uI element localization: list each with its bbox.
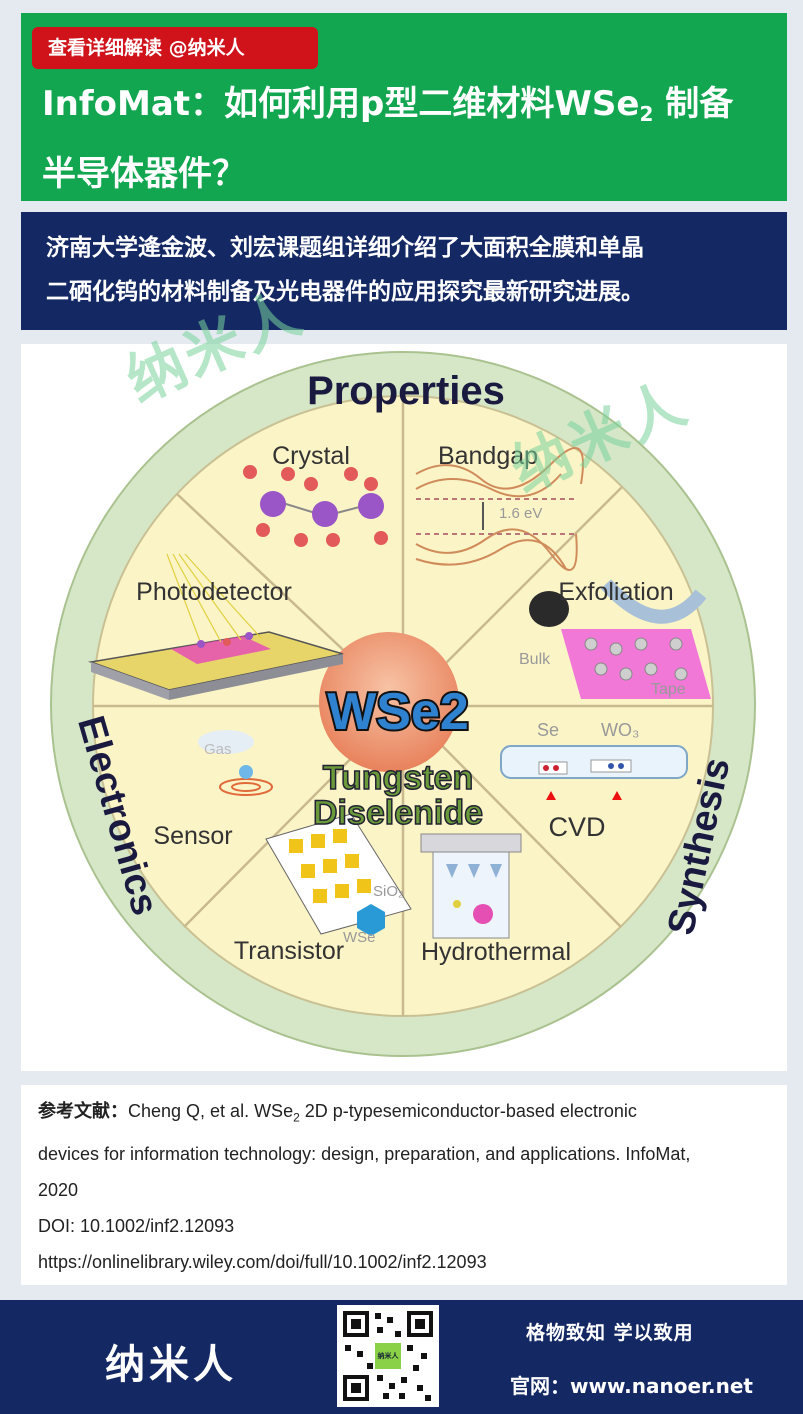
ring-label-properties: Properties bbox=[307, 369, 505, 413]
reference-url[interactable]: https://onlinelibrary.wiley.com/doi/full… bbox=[38, 1251, 487, 1272]
label-wse: WSe bbox=[343, 929, 376, 946]
label-bulk: Bulk bbox=[519, 651, 551, 668]
bandgap-curves bbox=[415, 447, 584, 571]
center-logo-wse2: WSe2 bbox=[327, 683, 469, 741]
hydrothermal-illustration bbox=[420, 833, 522, 939]
qr-center-label: 纳米人 bbox=[377, 1352, 399, 1360]
label-bandgap: Bandgap bbox=[438, 442, 538, 470]
footer-brand: 纳米人 bbox=[105, 1342, 237, 1388]
summary-text: 济南大学逄金波、刘宏课题组详细介绍了大面积全膜和单晶 二硒化钨的材料制备及光电器… bbox=[46, 226, 771, 314]
figure-labels: Properties Synthesis Electronics Crystal… bbox=[69, 369, 738, 966]
label-sio2: SiO₂ bbox=[373, 883, 404, 900]
references-box: 参考文献：Cheng Q, et al. WSe2 2D p-typesemic… bbox=[21, 1085, 787, 1285]
label-se: Se bbox=[537, 720, 559, 740]
label-photodetector: Photodetector bbox=[136, 578, 292, 606]
title-line-2: 半导体器件？ bbox=[42, 154, 246, 194]
figure-graphic bbox=[50, 351, 756, 1057]
title-subscript: 2 bbox=[639, 102, 654, 126]
label-transistor: Transistor bbox=[234, 937, 344, 965]
citation-part-b: 2D p-typesemiconductor-based electronic bbox=[299, 1101, 637, 1121]
label-sensor: Sensor bbox=[153, 822, 232, 850]
reference-citation: 参考文献：Cheng Q, et al. WSe2 2D p-typesemic… bbox=[38, 1093, 778, 1136]
summary-banner bbox=[21, 212, 787, 330]
footer-website[interactable]: 官网：www.nanoer.net bbox=[510, 1374, 753, 1398]
cvd-tube-illustration bbox=[500, 745, 688, 800]
label-gas: Gas bbox=[204, 741, 232, 758]
label-hydrothermal: Hydrothermal bbox=[421, 938, 571, 966]
title-part-b: 制备 bbox=[653, 84, 734, 124]
reference-line-3: 2020 bbox=[38, 1179, 79, 1200]
footer-slogan: 格物致知 学以致用 bbox=[526, 1322, 694, 1344]
detail-badge[interactable]: 查看详细解读 @纳米人 bbox=[32, 27, 318, 69]
reference-line-2: devices for information technology: desi… bbox=[38, 1143, 691, 1164]
reference-doi[interactable]: DOI: 10.1002/inf2.12093 bbox=[38, 1215, 235, 1236]
qr-code-graphic bbox=[337, 1305, 439, 1407]
photodetector-illustration bbox=[88, 553, 344, 700]
ring-label-electronics: Electronics bbox=[69, 711, 166, 920]
citation-subscript: 2 bbox=[293, 1110, 300, 1125]
label-crystal: Crystal bbox=[272, 442, 350, 470]
label-exfoliation: Exfoliation bbox=[558, 578, 673, 606]
qr-code[interactable]: 纳米人 bbox=[337, 1305, 439, 1407]
wse2-overview-figure: Properties Synthesis Electronics Crystal… bbox=[21, 344, 787, 1071]
page-title: InfoMat：如何利用p型二维材料WSe2 制备 半导体器件？ bbox=[42, 74, 762, 204]
center-name-line-2: Diselenide bbox=[313, 794, 483, 832]
label-wo3: WO₃ bbox=[601, 720, 639, 740]
outer-ring-border bbox=[50, 351, 756, 1057]
ring-label-synthesis: Synthesis bbox=[660, 754, 738, 938]
transistor-illustration bbox=[265, 813, 412, 936]
references-label: 参考文献： bbox=[38, 1101, 128, 1122]
center-circle bbox=[319, 632, 459, 772]
citation-part-a: Cheng Q, et al. WSe bbox=[128, 1101, 294, 1121]
label-bandgap-value: 1.6 eV bbox=[499, 505, 542, 522]
title-part-a: InfoMat：如何利用p型二维材料WSe bbox=[42, 84, 640, 124]
summary-line-1: 济南大学逄金波、刘宏课题组详细介绍了大面积全膜和单晶 bbox=[46, 235, 644, 261]
label-cvd: CVD bbox=[548, 812, 605, 842]
sensor-illustration bbox=[198, 730, 273, 796]
center-name-line-1: Tungsten bbox=[323, 759, 473, 797]
crystal-lattice-illustration bbox=[243, 465, 388, 547]
summary-line-2: 二硒化钨的材料制备及光电器件的应用探究最新研究进展。 bbox=[46, 279, 644, 305]
exfoliation-illustration bbox=[529, 579, 711, 699]
label-tape: Tape bbox=[651, 681, 686, 698]
